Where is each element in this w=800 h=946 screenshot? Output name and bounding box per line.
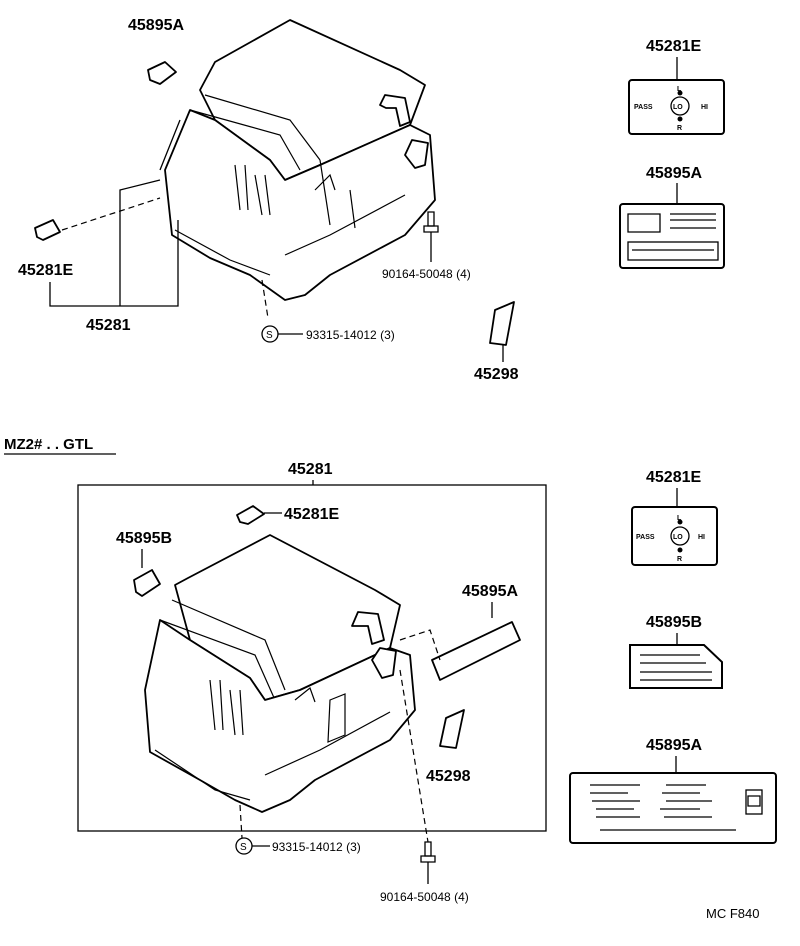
label-45281: 45281 xyxy=(86,317,131,334)
label-45281E-right-lower: 45281E xyxy=(646,469,701,486)
svg-text:PASS: PASS xyxy=(634,104,653,111)
svg-text:S: S xyxy=(240,842,247,853)
plate-45895A-lower[interactable] xyxy=(569,772,777,844)
svg-text:HI: HI xyxy=(698,534,705,541)
label-45895A-right-upper: 45895A xyxy=(646,165,702,182)
svg-text:L: L xyxy=(677,86,682,93)
screw-90164-upper[interactable] xyxy=(423,211,439,233)
label-45281E-lower: 45281E xyxy=(284,506,339,523)
pad-45298-upper[interactable] xyxy=(489,301,515,346)
label-45895A-lower: 45895A xyxy=(462,583,518,600)
sticker-45895A-top xyxy=(147,61,177,85)
svg-text:R: R xyxy=(677,125,682,132)
sticker-45281E-lower xyxy=(236,505,265,525)
pad-45298-lower[interactable] xyxy=(439,709,465,749)
label-45895B-right-lower: 45895B xyxy=(646,614,702,631)
label-45895A-right-lower: 45895A xyxy=(646,737,702,754)
label-45895B-lower: 45895B xyxy=(116,530,172,547)
svg-text:PASS: PASS xyxy=(636,534,655,541)
label-clip-lower: 93315-14012 (3) xyxy=(272,840,361,854)
label-45895A-top: 45895A xyxy=(128,17,184,34)
label-45298-upper: 45298 xyxy=(474,366,519,383)
sticker-45281E-left xyxy=(34,219,61,241)
screw-90164-lower[interactable] xyxy=(420,841,436,863)
lower-column-cover[interactable] xyxy=(144,534,416,813)
upper-column-cover[interactable] xyxy=(164,19,436,301)
label-45281-lower: 45281 xyxy=(288,461,333,478)
frame-45281-lower xyxy=(77,484,547,832)
sticker-45895B-lower xyxy=(133,569,161,597)
plate-45895A-upper[interactable] xyxy=(619,203,725,269)
bracket-45281 xyxy=(49,119,181,307)
footer-code: MC F840 xyxy=(706,906,759,921)
label-45298-lower: 45298 xyxy=(426,768,471,785)
svg-text:L: L xyxy=(677,515,682,522)
label-screw-upper: 90164-50048 (4) xyxy=(382,267,471,281)
plate-45281E-lower[interactable]: PASS LO HI L R xyxy=(631,506,718,566)
plate-45895B-lower[interactable] xyxy=(629,644,723,689)
section-title: MZ2# . . GTL xyxy=(4,436,93,453)
svg-text:S: S xyxy=(266,330,273,341)
svg-text:LO: LO xyxy=(673,534,683,541)
strip-45895A-lower xyxy=(431,621,521,681)
label-45281E-left: 45281E xyxy=(18,262,73,279)
svg-text:R: R xyxy=(677,556,682,563)
svg-text:LO: LO xyxy=(673,104,683,111)
label-clip-upper: 93315-14012 (3) xyxy=(306,328,395,342)
label-45281E-right-upper: 45281E xyxy=(646,38,701,55)
plate-45281E-upper[interactable]: PASS LO HI L R xyxy=(628,79,725,135)
label-screw-lower: 90164-50048 (4) xyxy=(380,890,469,904)
svg-text:HI: HI xyxy=(701,104,708,111)
